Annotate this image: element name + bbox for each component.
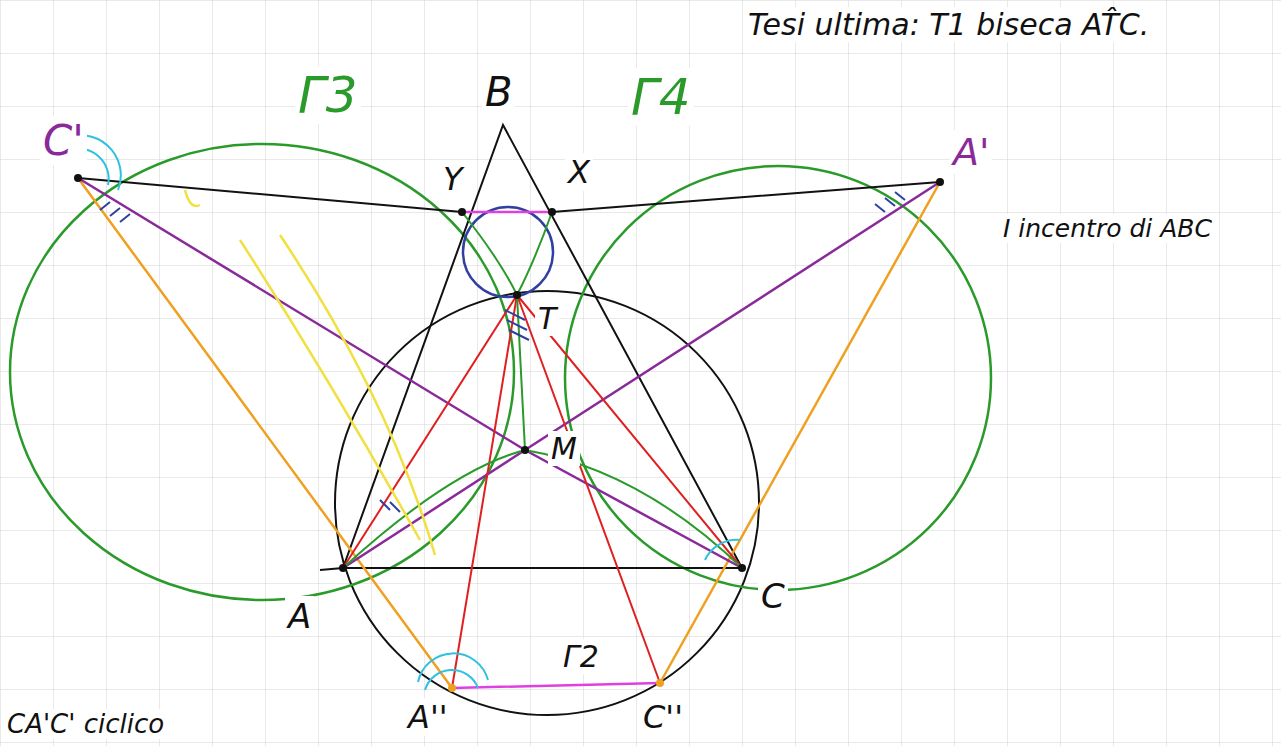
point-label: C' <box>40 116 87 165</box>
point-label: Y <box>440 160 466 198</box>
circle-gamma4 <box>565 166 991 590</box>
note-box: Tesi ultima: T1 biseca AT̂C. <box>745 8 1175 41</box>
circle-label-box: Γ3 <box>295 68 361 123</box>
point-label-box: C' <box>40 118 87 164</box>
point-label-box: T <box>535 302 559 335</box>
circle-label: Γ2 <box>560 639 602 674</box>
point-label: M <box>548 431 580 466</box>
point-label-box: X <box>565 155 593 190</box>
point-label-box: Y <box>440 162 466 197</box>
line <box>78 178 940 212</box>
point-label: C <box>758 576 788 616</box>
angle-mark <box>62 135 740 690</box>
note: Tesi ultima: T1 biseca AT̂C. <box>745 7 1152 42</box>
point-label: A <box>285 596 314 636</box>
point-label: B <box>482 69 515 115</box>
point-label-box: B <box>482 70 515 114</box>
circle-gamma3 <box>10 144 514 600</box>
note-box: I incentro di ABC <box>1000 215 1215 243</box>
point <box>74 174 944 692</box>
segment <box>78 178 940 568</box>
segment <box>78 178 940 688</box>
circle-label-box: Γ4 <box>628 70 694 125</box>
point-label-box: A'' <box>405 700 450 735</box>
arc <box>343 212 742 568</box>
segment <box>452 212 660 688</box>
circle-label: Γ3 <box>295 66 361 124</box>
point-label-box: A' <box>950 132 992 174</box>
note-box: CA'C' ciclico <box>4 710 167 739</box>
point-label: X <box>565 153 593 191</box>
annotation <box>185 190 435 555</box>
point-label: A'' <box>405 698 450 736</box>
point-label: T <box>535 301 559 336</box>
point-label-box: A <box>285 598 314 635</box>
point-label: A' <box>950 130 992 174</box>
note: CA'C' ciclico <box>4 709 167 739</box>
note: I incentro di ABC <box>1000 214 1215 243</box>
point-label-box: C'' <box>640 700 686 735</box>
point-label: C'' <box>640 698 686 736</box>
incircle <box>463 207 553 297</box>
point-label-box: M <box>548 432 580 465</box>
angle-hatch <box>100 192 905 512</box>
point-label-box: C <box>758 578 788 615</box>
circle-label: Γ4 <box>628 68 694 126</box>
segment <box>343 295 742 688</box>
circle-label-box: Γ2 <box>560 640 602 673</box>
